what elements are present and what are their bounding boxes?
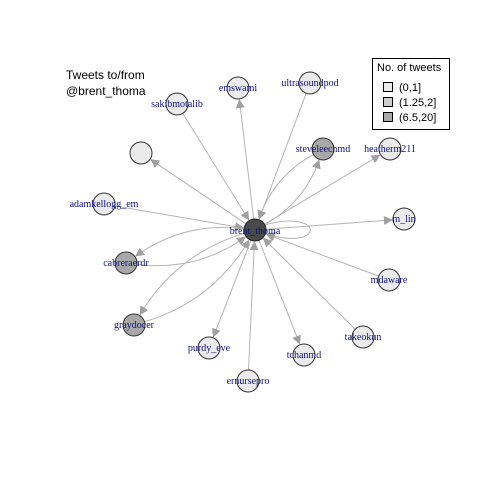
- edge-in: [262, 237, 356, 330]
- edge-in: [182, 113, 250, 221]
- node-unlabeled: [129, 141, 153, 165]
- legend-item: (6.5,20]: [383, 112, 436, 124]
- node-ernursepro: [236, 369, 260, 393]
- node-adamkellogg_em: [92, 192, 116, 216]
- edge-in: [265, 232, 379, 277]
- node-label: emswami: [219, 83, 258, 94]
- node-sakibmotalib: [165, 92, 189, 116]
- node-label: cabreraerdr: [103, 258, 149, 269]
- node-label: takeokun: [345, 332, 382, 343]
- edge-out: [135, 226, 245, 257]
- node-label: ernursepro: [227, 376, 270, 387]
- node-emswami: [226, 76, 250, 100]
- node-label: sakibmotalib: [151, 99, 203, 110]
- node-layer: [92, 71, 416, 393]
- edge-in: [114, 205, 245, 232]
- node-takeokun: [351, 325, 375, 349]
- edge-layer: [114, 93, 393, 371]
- node-label: tchanmd: [287, 350, 321, 361]
- node-ultrasoundpod: [298, 71, 322, 95]
- node-m_lin: [392, 207, 416, 231]
- edge-in: [136, 236, 246, 267]
- node-mdaware: [377, 268, 401, 292]
- edge-in: [248, 241, 259, 371]
- edge-out: [265, 215, 393, 230]
- edge-out: [139, 232, 245, 316]
- node-label: graydocer: [114, 320, 155, 331]
- legend-title: No. of tweets: [377, 62, 442, 74]
- node-purdy_eve: [197, 336, 221, 360]
- edge-out: [264, 154, 381, 225]
- legend-item-label: (6.5,20]: [399, 112, 437, 124]
- graph-title-line-1: Tweets to/from: [66, 68, 145, 82]
- edge-in: [257, 93, 307, 220]
- edge-in: [144, 239, 250, 323]
- legend: No. of tweets (0,1] (1.25,2] (6.5,20]: [372, 58, 450, 130]
- edge-in: [257, 153, 314, 220]
- node-steveleechmd: [311, 137, 335, 161]
- edge-out: [258, 240, 301, 345]
- hub-label: brent_thoma: [230, 226, 281, 237]
- node-label: purdy_eve: [188, 343, 231, 354]
- legend-item: (1.25,2]: [383, 97, 436, 109]
- node-label: mdaware: [371, 275, 408, 286]
- node-hub: [243, 218, 267, 242]
- edge-out: [212, 240, 252, 338]
- node-label: adamkellogg_em: [70, 199, 139, 210]
- legend-item-label: (0,1]: [399, 82, 422, 94]
- node-graydocer: [122, 313, 146, 337]
- legend-item: (0,1]: [383, 82, 421, 94]
- node-label: heatherm211: [364, 144, 416, 155]
- graph-title-line-2: @brent_thoma: [66, 84, 146, 98]
- legend-swatch: [383, 82, 393, 92]
- label-layer: emswami ultrasoundpod sakibmotalib stevelee…: [70, 78, 416, 387]
- edge-out: [150, 159, 247, 225]
- legend-swatch: [383, 97, 393, 107]
- legend-item-label: (1.25,2]: [399, 97, 437, 109]
- edge-self-loop: [264, 220, 311, 241]
- legend-swatch: [383, 112, 393, 122]
- node-label: steveleechmd: [296, 144, 350, 155]
- node-heatherm211: [378, 137, 402, 161]
- node-label: ultrasoundpod: [281, 78, 338, 89]
- node-label: m_lin: [392, 214, 415, 225]
- node-tchanmd: [292, 343, 316, 367]
- node-cabreraerdr: [114, 251, 138, 275]
- edge-out: [235, 99, 255, 220]
